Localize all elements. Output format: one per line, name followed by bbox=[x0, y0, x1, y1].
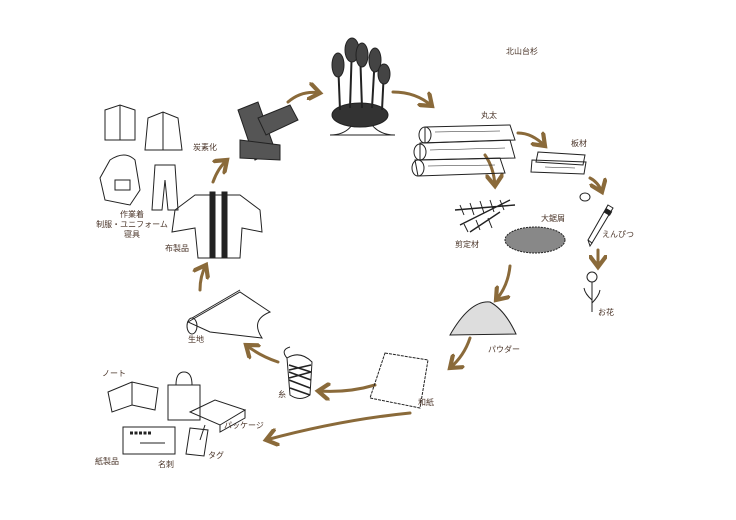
label-workwear: 作業着 制服・ユニフォーム 寝具 bbox=[92, 210, 172, 240]
label-washi: 和紙 bbox=[418, 398, 434, 407]
business-card-icon bbox=[122, 426, 176, 455]
label-sawdust: 大鋸屑 bbox=[541, 214, 565, 223]
sawdust-icon bbox=[504, 226, 566, 254]
label-log: 丸太 bbox=[481, 111, 497, 120]
label-flower: お花 bbox=[598, 308, 614, 317]
charcoal-icon bbox=[237, 101, 299, 161]
label-fabric: 生地 bbox=[188, 335, 204, 344]
arrow-cloth-to-carbon bbox=[211, 160, 227, 184]
arrow-carbon-to-cedar bbox=[286, 92, 320, 104]
label-cloth-products: 布製品 bbox=[165, 244, 189, 253]
label-tag: タグ bbox=[208, 451, 224, 460]
fabric-roll-icon bbox=[186, 289, 272, 339]
arrow-cedar-to-log bbox=[391, 90, 432, 106]
cedar-tree-icon bbox=[329, 37, 396, 136]
label-cedar: 北山台杉 bbox=[506, 47, 538, 56]
arrow-log-to-board bbox=[516, 133, 545, 146]
paper-bag-icon bbox=[167, 371, 201, 421]
arrow-thread-to-fabric bbox=[246, 345, 280, 364]
label-powder: パウダー bbox=[488, 345, 520, 354]
happi-coat-icon bbox=[171, 191, 263, 259]
arrow-log-to-pruned bbox=[483, 153, 495, 186]
label-carbonize: 炭素化 bbox=[193, 143, 217, 152]
clothing-icon bbox=[99, 104, 183, 211]
arrow-fabric-to-cloth bbox=[200, 265, 206, 292]
label-thread: 糸 bbox=[278, 390, 286, 399]
log-icon bbox=[411, 124, 516, 177]
label-bedding-line: 寝具 bbox=[124, 230, 140, 239]
board-icon bbox=[530, 151, 587, 175]
label-paper-products: 紙製品 bbox=[95, 457, 119, 466]
arrow-powder-to-washi bbox=[450, 336, 472, 368]
label-business-card: 名刺 bbox=[158, 460, 174, 469]
arrow-sawdust-to-powder bbox=[496, 264, 512, 300]
label-workwear-line: 作業着 bbox=[120, 210, 144, 219]
arrow-washi-to-thread bbox=[318, 385, 377, 391]
label-uniform-line: 制服・ユニフォーム bbox=[96, 220, 168, 229]
pruned-branch-icon bbox=[454, 199, 516, 233]
label-pruned: 剪定材 bbox=[455, 240, 479, 249]
flower-icon bbox=[583, 271, 601, 312]
package-box-icon bbox=[188, 399, 247, 433]
label-pencil: えんぴつ bbox=[602, 230, 634, 239]
tag-icon bbox=[185, 424, 209, 457]
label-board: 板材 bbox=[571, 139, 587, 148]
powder-icon bbox=[449, 301, 517, 336]
arrow-board-to-pencil bbox=[588, 176, 602, 192]
label-package: パッケージ bbox=[224, 421, 264, 430]
notebook-icon bbox=[107, 381, 159, 413]
pencil-icon bbox=[579, 192, 614, 248]
thread-spool-icon bbox=[283, 346, 313, 399]
label-notebook: ノート bbox=[102, 369, 126, 378]
arrow-washi-to-paper bbox=[266, 411, 412, 440]
washi-paper-icon bbox=[369, 352, 429, 409]
